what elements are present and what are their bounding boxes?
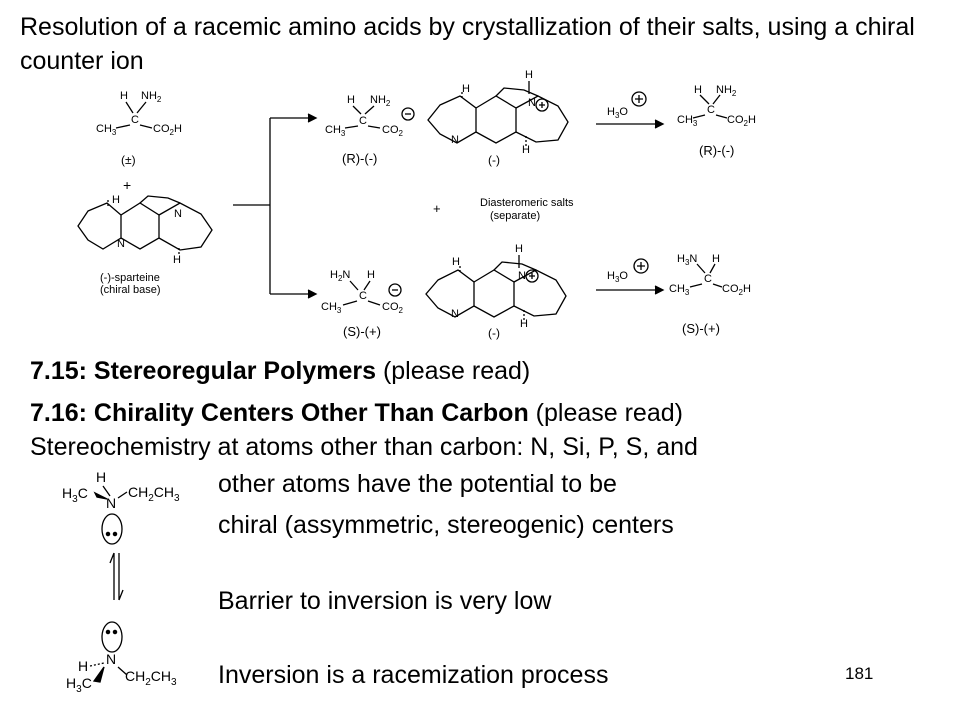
svg-text:CH3: CH3 bbox=[677, 114, 698, 128]
svg-text:NH2: NH2 bbox=[141, 90, 162, 104]
svg-text:H: H bbox=[347, 94, 355, 106]
barrier-line: Barrier to inversion is very low bbox=[218, 587, 552, 615]
svg-text:C: C bbox=[359, 290, 367, 302]
chiral-centers-line: chiral (assymmetric, stereogenic) center… bbox=[218, 511, 674, 539]
svg-text:CH3: CH3 bbox=[96, 123, 117, 137]
salt-s-label: (S)-(+) bbox=[343, 324, 381, 339]
amine-inversion: H H3C N CH2CH3 N H CH2CH3 H3C bbox=[62, 469, 180, 695]
racemic-alanine: H NH2 C CH3 CO2H bbox=[96, 90, 182, 137]
svg-text:H: H bbox=[462, 83, 470, 95]
svg-text:H: H bbox=[712, 253, 720, 265]
svg-text:H: H bbox=[520, 318, 528, 330]
svg-text:CO2: CO2 bbox=[382, 124, 404, 138]
base-label-top: (-) bbox=[488, 153, 500, 167]
svg-text:H3O: H3O bbox=[607, 270, 628, 284]
sparteine-sublabel: (chiral base) bbox=[100, 284, 161, 296]
svg-text:H: H bbox=[452, 256, 460, 268]
inversion-line: Inversion is a racemization process bbox=[218, 661, 609, 689]
top-sparteine-cation bbox=[427, 87, 569, 146]
svg-text:N: N bbox=[518, 270, 526, 282]
svg-text:N: N bbox=[528, 97, 536, 109]
slide-title: Resolution of a racemic amino acids by c… bbox=[20, 13, 915, 75]
base-label-bottom: (-) bbox=[488, 326, 500, 340]
svg-text:N: N bbox=[451, 134, 459, 146]
svg-text:CH3: CH3 bbox=[669, 283, 690, 297]
svg-text:H: H bbox=[120, 90, 128, 102]
page-number: 181 bbox=[845, 664, 874, 683]
amine-top-h: H bbox=[96, 469, 106, 485]
svg-text:H: H bbox=[112, 194, 120, 206]
potential-line: other atoms have the potential to be bbox=[218, 470, 617, 498]
svg-text:H: H bbox=[525, 69, 533, 81]
svg-text:C: C bbox=[131, 114, 139, 126]
svg-text:H3O: H3O bbox=[607, 106, 628, 120]
svg-text:H: H bbox=[367, 269, 375, 281]
svg-text:N: N bbox=[174, 208, 182, 220]
section-7-15: 7.15: Stereoregular Polymers (please rea… bbox=[30, 357, 531, 385]
product-r-label: (R)-(-) bbox=[699, 143, 734, 158]
svg-text:H: H bbox=[694, 84, 702, 96]
svg-text:C: C bbox=[707, 104, 715, 116]
amine-top-ethyl: CH2CH3 bbox=[128, 484, 180, 504]
racemate-label: (±) bbox=[121, 153, 136, 167]
svg-text:H3N: H3N bbox=[677, 253, 697, 267]
sparteine-label: (-)-sparteine bbox=[100, 272, 160, 284]
svg-text:N: N bbox=[451, 308, 459, 320]
amine-bottom-ch3: H3C bbox=[66, 675, 92, 695]
bottom-sparteine-cation bbox=[425, 261, 567, 320]
svg-text:NH2: NH2 bbox=[716, 84, 737, 98]
svg-text:H: H bbox=[522, 144, 530, 156]
svg-text:CO2H: CO2H bbox=[727, 114, 756, 128]
svg-text:H: H bbox=[173, 254, 181, 266]
svg-text:C: C bbox=[359, 115, 367, 127]
sparteine-molecule bbox=[77, 195, 213, 256]
svg-text:CH3: CH3 bbox=[321, 301, 342, 315]
svg-text:CO2: CO2 bbox=[382, 301, 404, 315]
svg-text:C: C bbox=[704, 273, 712, 285]
svg-text:N: N bbox=[117, 238, 125, 250]
svg-text:CO2H: CO2H bbox=[722, 283, 751, 297]
svg-text:H: H bbox=[515, 243, 523, 255]
svg-text:+: + bbox=[433, 201, 441, 216]
svg-text:NH2: NH2 bbox=[370, 94, 391, 108]
separate-label: (separate) bbox=[490, 210, 540, 222]
svg-text:H2N: H2N bbox=[330, 269, 350, 283]
section-7-16: 7.16: Chirality Centers Other Than Carbo… bbox=[30, 399, 683, 427]
product-s-label: (S)-(+) bbox=[682, 321, 720, 336]
amine-top-n: N bbox=[106, 495, 116, 511]
stereochem-line: Stereochemistry at atoms other than carb… bbox=[30, 433, 698, 461]
salt-r-label: (R)-(-) bbox=[342, 151, 377, 166]
amine-bottom-n: N bbox=[106, 651, 116, 667]
diastereomeric-label: Diasteromeric salts bbox=[480, 197, 574, 209]
amine-bottom-ethyl: CH2CH3 bbox=[125, 668, 177, 688]
amine-bottom-h: H bbox=[78, 658, 88, 674]
amine-top-ch3: H3C bbox=[62, 485, 88, 505]
svg-text:CO2H: CO2H bbox=[153, 123, 182, 137]
plus-sign: + bbox=[123, 177, 131, 193]
svg-text:CH3: CH3 bbox=[325, 124, 346, 138]
